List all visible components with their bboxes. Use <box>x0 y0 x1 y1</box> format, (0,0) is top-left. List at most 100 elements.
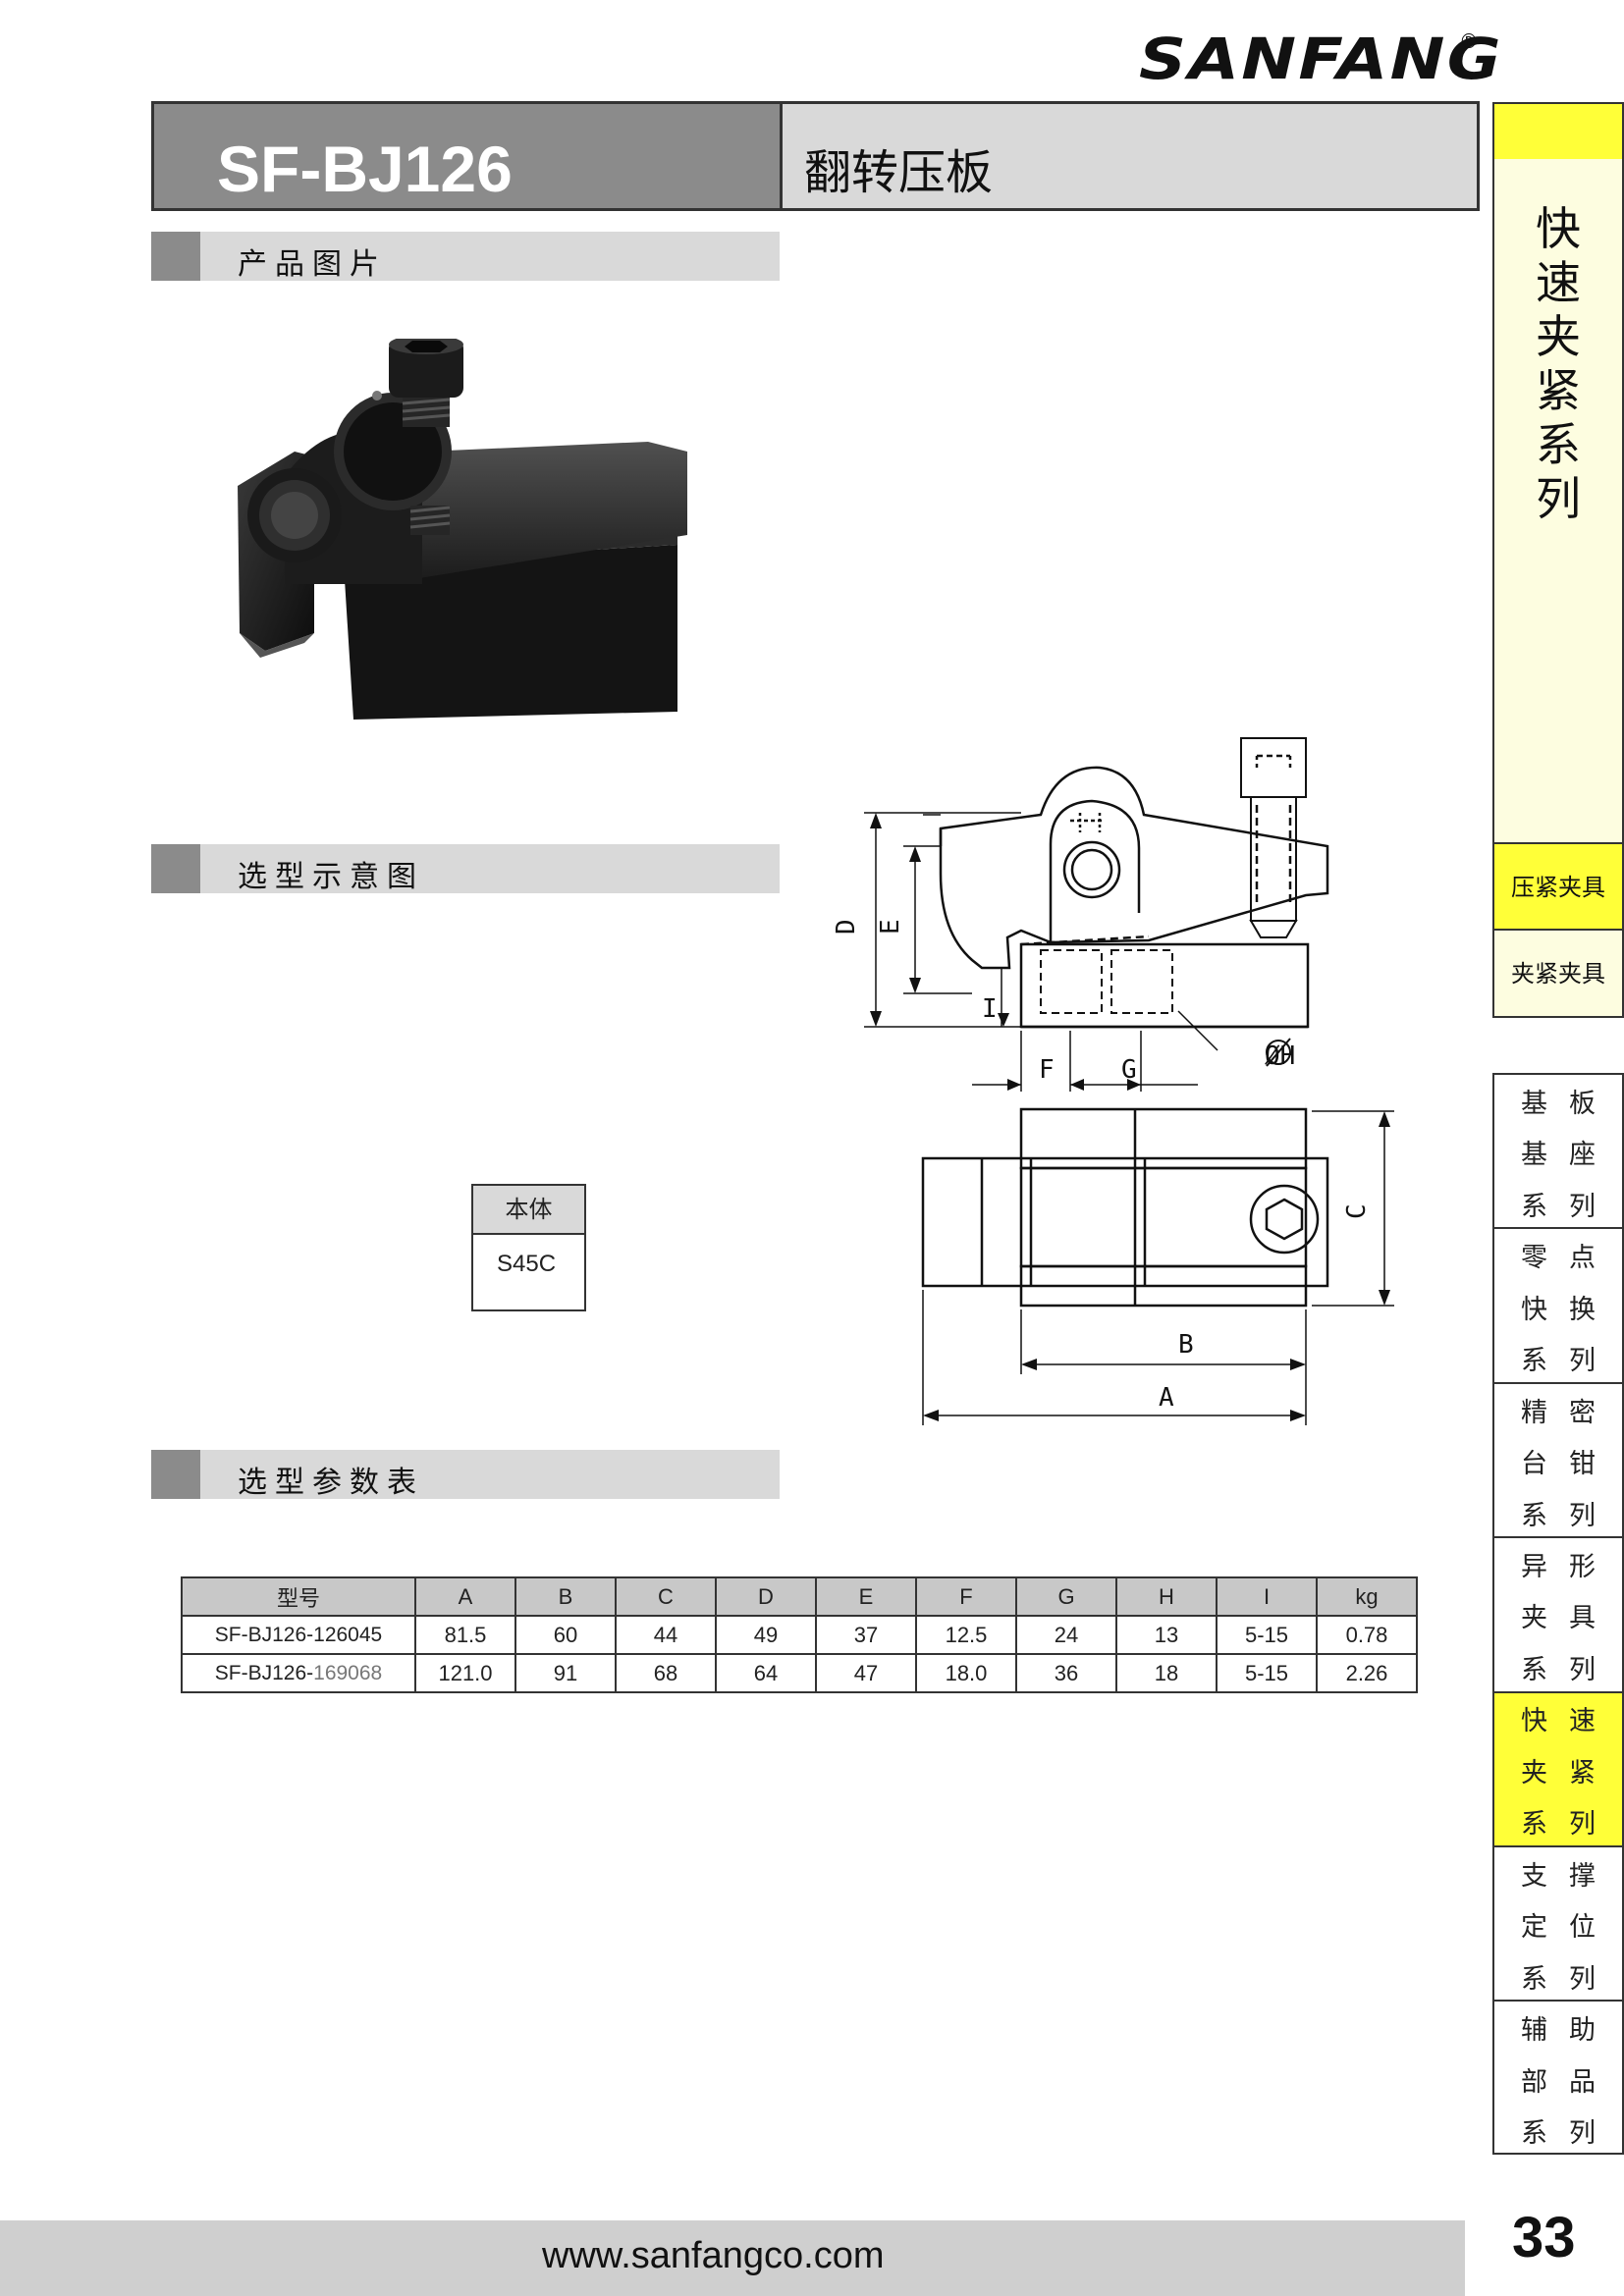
table-cell: 47 <box>815 1653 917 1693</box>
category-row: 快换 <box>1494 1281 1622 1333</box>
category-char: 位 <box>1569 1912 1596 1944</box>
model-prefix: SF-BJ126- <box>214 1661 314 1684</box>
table-header-row: 型号 A B C D E F G H I kg <box>181 1576 1418 1617</box>
category-char: 夹 <box>1521 1603 1547 1634</box>
category-char: 密 <box>1569 1397 1596 1428</box>
category-char: 品 <box>1569 2066 1596 2098</box>
category-char: 定 <box>1521 1912 1547 1944</box>
table-row: SF-BJ126-126045 81.5 60 44 49 37 12.5 24… <box>181 1615 1418 1655</box>
series-panel: 快速夹紧系列 压紧夹具 夹紧夹具 <box>1492 102 1624 1018</box>
dim-label-c: C <box>1342 1203 1372 1219</box>
category-char: 夹 <box>1521 1757 1547 1789</box>
category-char: 辅 <box>1521 2015 1547 2047</box>
table-cell: 2.26 <box>1316 1653 1418 1693</box>
sidebar-category-5[interactable]: 支撑定位系列 <box>1494 1847 1622 2002</box>
title-bar: SF-BJ126 翻转压板 <box>151 101 1480 211</box>
table-cell: 0.78 <box>1316 1615 1418 1655</box>
table-header: 型号 <box>181 1576 416 1617</box>
title-name-cell: 翻转压板 <box>783 104 1477 208</box>
category-char: 精 <box>1521 1397 1547 1428</box>
section-header-photo: 产品图片 <box>151 232 780 282</box>
tab-clamp-fixture[interactable]: 夹紧夹具 <box>1494 929 1622 1015</box>
page-number: 33 <box>1512 2206 1576 2269</box>
category-row: 系列 <box>1494 1487 1622 1539</box>
category-char: 速 <box>1569 1706 1596 1737</box>
sidebar-category-0[interactable]: 基板基座系列 <box>1494 1075 1622 1230</box>
table-header: kg <box>1316 1576 1418 1617</box>
section-marker <box>151 232 200 281</box>
table-cell: 13 <box>1115 1615 1218 1655</box>
category-char: 快 <box>1521 1706 1547 1737</box>
category-char: 异 <box>1521 1551 1547 1582</box>
sidebar-category-2[interactable]: 精密台钳系列 <box>1494 1384 1622 1539</box>
table-cell: 121.0 <box>414 1653 516 1693</box>
sidebar-category-4[interactable]: 快速夹紧系列 <box>1494 1692 1622 1848</box>
category-row: 基板 <box>1494 1075 1622 1127</box>
category-row: 零点 <box>1494 1229 1622 1281</box>
section-header-diagram: 选型示意图 <box>151 844 780 894</box>
material-header: 本体 <box>473 1186 584 1235</box>
model-prefix: SF-BJ126- <box>214 1623 314 1646</box>
dim-label-a: A <box>1159 1383 1174 1413</box>
category-row: 夹紧 <box>1494 1744 1622 1796</box>
category-char: 系 <box>1521 1500 1547 1531</box>
category-char: 系 <box>1521 1809 1547 1841</box>
category-row: 快速 <box>1494 1693 1622 1745</box>
category-row: 系列 <box>1494 1796 1622 1848</box>
category-char: 零 <box>1521 1243 1547 1274</box>
category-row: 系列 <box>1494 1950 1622 2002</box>
dim-label-f: F <box>1039 1055 1055 1085</box>
table-header: C <box>615 1576 717 1617</box>
table-cell: 60 <box>514 1615 617 1655</box>
section-marker <box>151 844 200 893</box>
table-row: SF-BJ126-169068 121.0 91 68 64 47 18.0 3… <box>181 1653 1418 1693</box>
dim-label-g: G <box>1121 1055 1137 1085</box>
category-row: 系列 <box>1494 2105 1622 2157</box>
table-cell: 18.0 <box>915 1653 1017 1693</box>
category-row: 异形 <box>1494 1538 1622 1590</box>
model-suffix: 169068 <box>313 1661 383 1684</box>
category-char: 列 <box>1569 1346 1596 1377</box>
sidebar-category-3[interactable]: 异形夹具系列 <box>1494 1538 1622 1693</box>
product-name: 翻转压板 <box>804 145 994 200</box>
category-char: 列 <box>1569 1500 1596 1531</box>
table-header: F <box>915 1576 1017 1617</box>
category-char: 钳 <box>1569 1449 1596 1480</box>
tab-press-clamp[interactable]: 压紧夹具 <box>1494 842 1622 929</box>
category-row: 部品 <box>1494 2054 1622 2106</box>
table-cell: 64 <box>715 1653 817 1693</box>
dim-label-e: E <box>876 919 905 934</box>
series-panel-band <box>1494 104 1622 159</box>
dim-label-d: D <box>832 919 861 934</box>
category-row: 支撑 <box>1494 1847 1622 1899</box>
product-code: SF-BJ126 <box>217 133 513 205</box>
registered-mark: ® <box>1459 29 1479 53</box>
technical-drawing: D E I F G ØH C B A <box>832 737 1394 1425</box>
category-row: 台钳 <box>1494 1435 1622 1487</box>
category-char: 快 <box>1521 1294 1547 1325</box>
material-value: S45C <box>497 1251 557 1277</box>
table-header: B <box>514 1576 617 1617</box>
category-char: 换 <box>1569 1294 1596 1325</box>
category-row: 基座 <box>1494 1127 1622 1179</box>
series-title: 快速夹紧系列 <box>1536 202 1581 525</box>
category-char: 列 <box>1569 1654 1596 1685</box>
category-char: 部 <box>1521 2066 1547 2098</box>
table-cell: 12.5 <box>915 1615 1017 1655</box>
table-header: G <box>1015 1576 1117 1617</box>
model-cell: SF-BJ126-126045 <box>181 1615 416 1655</box>
section-title: 选型示意图 <box>238 860 424 894</box>
category-char: 系 <box>1521 1654 1547 1685</box>
category-row: 辅助 <box>1494 2002 1622 2054</box>
category-row: 定位 <box>1494 1899 1622 1951</box>
category-char: 系 <box>1521 1346 1547 1377</box>
category-row: 系列 <box>1494 1332 1622 1384</box>
table-cell: 44 <box>615 1615 717 1655</box>
category-char: 紧 <box>1569 1757 1596 1789</box>
dim-label-b: B <box>1178 1330 1194 1360</box>
table-header: E <box>815 1576 917 1617</box>
section-title: 选型参数表 <box>238 1466 424 1500</box>
sidebar-category-6[interactable]: 辅助部品系列 <box>1494 2002 1622 2156</box>
sidebar-category-1[interactable]: 零点快换系列 <box>1494 1229 1622 1384</box>
footer-url[interactable]: www.sanfangco.com <box>542 2235 885 2276</box>
